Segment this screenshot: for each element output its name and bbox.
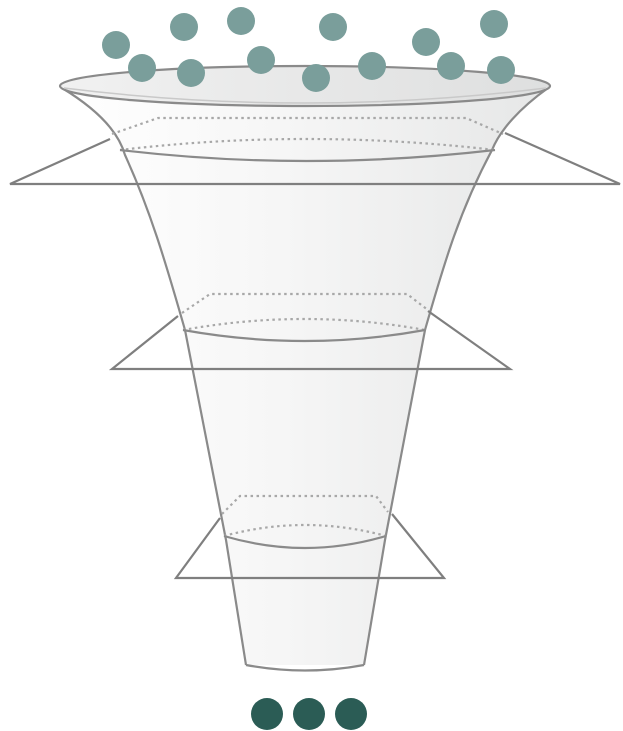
input-particle [487, 56, 515, 84]
input-particle [227, 7, 255, 35]
input-particle [480, 10, 508, 38]
output-particle [251, 698, 283, 730]
input-particle [177, 59, 205, 87]
output-particles [251, 698, 367, 730]
output-particle [335, 698, 367, 730]
input-particle [358, 52, 386, 80]
input-particle [170, 13, 198, 41]
input-particle [247, 46, 275, 74]
input-particle [302, 64, 330, 92]
input-particle [128, 54, 156, 82]
input-particle [319, 13, 347, 41]
funnel-bottom-edge [246, 665, 364, 671]
input-particle [412, 28, 440, 56]
output-particle [293, 698, 325, 730]
input-particle [437, 52, 465, 80]
input-particle [102, 31, 130, 59]
